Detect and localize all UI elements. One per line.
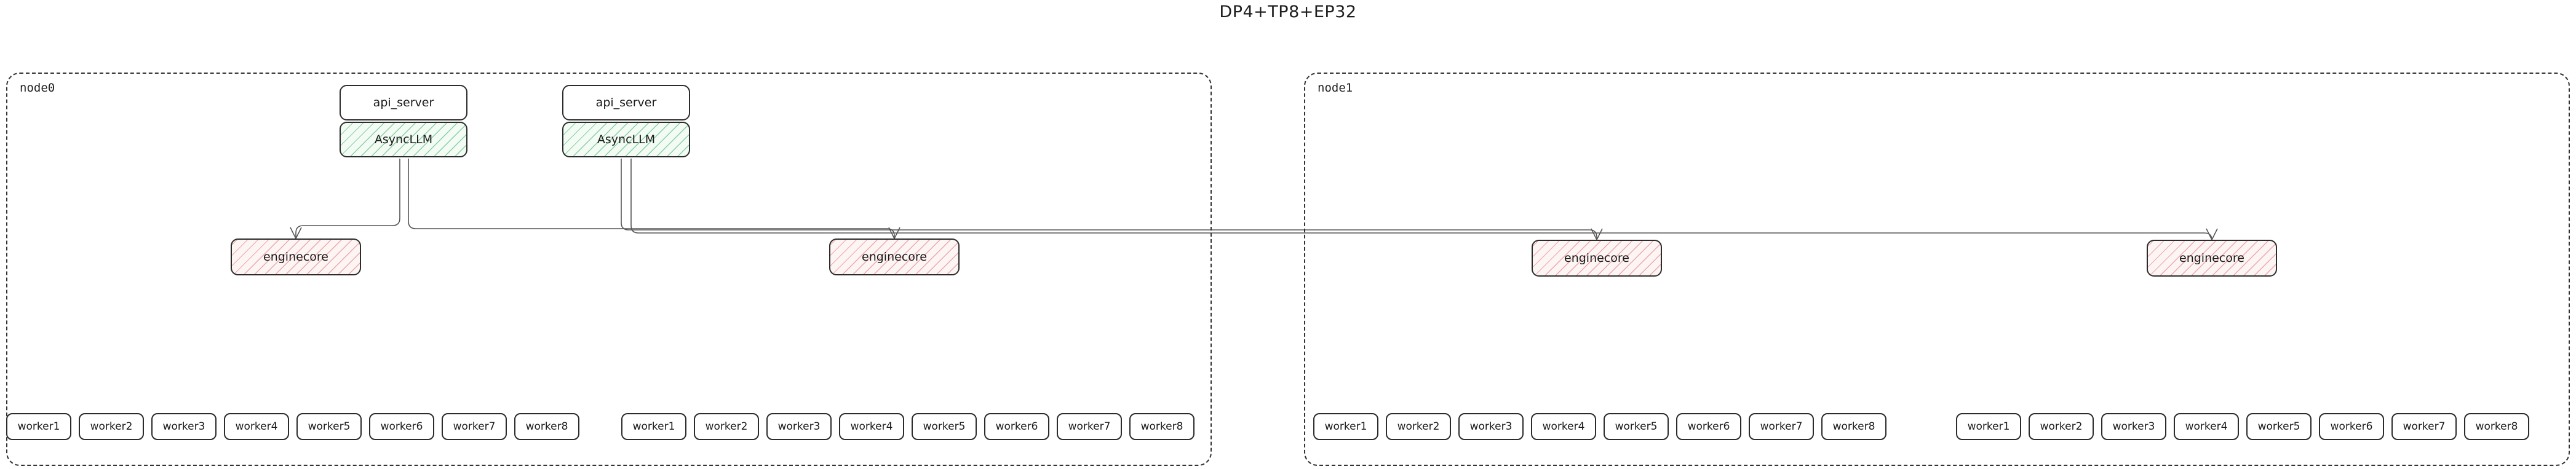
worker-box-label: worker3: [1469, 420, 1513, 433]
worker-box-label: worker1: [1967, 420, 2010, 433]
worker-box[interactable]: worker8: [2464, 413, 2529, 440]
worker-box-label: worker5: [2257, 420, 2300, 433]
worker-box[interactable]: worker5: [1604, 413, 1669, 440]
worker-box-label: worker1: [17, 420, 60, 433]
worker-box[interactable]: worker3: [1458, 413, 1524, 440]
enginecore-box[interactable]: enginecore: [1532, 240, 1662, 277]
worker-box[interactable]: worker5: [296, 413, 362, 440]
asyncllm-box-label: AsyncLLM: [374, 133, 433, 146]
enginecore-box-label: enginecore: [862, 250, 927, 264]
worker-box[interactable]: worker1: [6, 413, 71, 440]
worker-box[interactable]: worker8: [1821, 413, 1886, 440]
worker-box[interactable]: worker2: [2029, 413, 2094, 440]
node-cluster-node1: [1304, 73, 2570, 466]
worker-box-label: worker2: [705, 420, 748, 433]
worker-box[interactable]: worker1: [621, 413, 686, 440]
worker-box[interactable]: worker2: [1386, 413, 1451, 440]
worker-box-label: worker3: [162, 420, 205, 433]
worker-box-label: worker4: [1542, 420, 1585, 433]
node-label-node1: node1: [1318, 81, 1353, 95]
worker-box-label: worker2: [2040, 420, 2083, 433]
worker-box-label: worker7: [1760, 420, 1803, 433]
api-server-box-label: api_server: [595, 96, 657, 109]
worker-box-label: worker4: [850, 420, 893, 433]
page-title: DP4+TP8+EP32: [1219, 2, 1357, 22]
worker-box[interactable]: worker7: [1057, 413, 1122, 440]
worker-box[interactable]: worker3: [2101, 413, 2166, 440]
worker-box-label: worker6: [1687, 420, 1730, 433]
worker-box[interactable]: worker1: [1956, 413, 2021, 440]
api-server-box[interactable]: api_server: [562, 85, 690, 120]
worker-box[interactable]: worker5: [912, 413, 977, 440]
worker-box[interactable]: worker6: [369, 413, 434, 440]
worker-box-label: worker4: [235, 420, 278, 433]
worker-box[interactable]: worker4: [1531, 413, 1596, 440]
node-label-node0: node0: [20, 81, 55, 95]
worker-box-label: worker5: [1615, 420, 1658, 433]
asyncllm-box[interactable]: AsyncLLM: [340, 122, 467, 157]
worker-box-label: worker6: [2330, 420, 2373, 433]
api-server-box[interactable]: api_server: [340, 85, 467, 120]
worker-box[interactable]: worker6: [2319, 413, 2384, 440]
worker-box-label: worker3: [2112, 420, 2155, 433]
worker-box[interactable]: worker6: [1676, 413, 1741, 440]
asyncllm-box-label: AsyncLLM: [597, 133, 656, 146]
api-server-box-label: api_server: [373, 96, 434, 109]
worker-box[interactable]: worker1: [1313, 413, 1378, 440]
worker-box-label: worker5: [923, 420, 966, 433]
worker-box[interactable]: worker4: [2174, 413, 2239, 440]
worker-box-label: worker6: [995, 420, 1038, 433]
worker-box-label: worker8: [1140, 420, 1183, 433]
enginecore-box[interactable]: enginecore: [829, 238, 960, 275]
worker-box-label: worker7: [453, 420, 496, 433]
worker-box[interactable]: worker8: [1129, 413, 1195, 440]
enginecore-box[interactable]: enginecore: [2147, 240, 2277, 277]
worker-box-label: worker1: [632, 420, 675, 433]
asyncllm-box[interactable]: AsyncLLM: [562, 122, 690, 157]
worker-box[interactable]: worker7: [2391, 413, 2457, 440]
enginecore-box-label: enginecore: [263, 250, 328, 264]
enginecore-box[interactable]: enginecore: [231, 238, 361, 275]
worker-box-label: worker6: [380, 420, 423, 433]
node-cluster-node0: [6, 73, 1212, 466]
worker-box[interactable]: worker6: [984, 413, 1049, 440]
worker-box-label: worker4: [2185, 420, 2228, 433]
enginecore-box-label: enginecore: [2179, 251, 2244, 265]
enginecore-box-label: enginecore: [1564, 251, 1629, 265]
worker-box-label: worker7: [1068, 420, 1111, 433]
worker-box[interactable]: worker8: [514, 413, 579, 440]
worker-box-label: worker8: [1832, 420, 1875, 433]
worker-box-label: worker8: [525, 420, 568, 433]
worker-box-label: worker5: [308, 420, 351, 433]
worker-box[interactable]: worker2: [694, 413, 759, 440]
worker-box-label: worker8: [2475, 420, 2518, 433]
worker-box-label: worker2: [90, 420, 133, 433]
worker-box[interactable]: worker4: [839, 413, 904, 440]
worker-box-label: worker3: [777, 420, 821, 433]
worker-box[interactable]: worker2: [79, 413, 144, 440]
worker-box-label: worker1: [1324, 420, 1367, 433]
worker-box-label: worker7: [2403, 420, 2446, 433]
worker-box-label: worker2: [1397, 420, 1440, 433]
worker-box[interactable]: worker7: [442, 413, 507, 440]
worker-box[interactable]: worker4: [224, 413, 289, 440]
worker-box[interactable]: worker5: [2246, 413, 2312, 440]
worker-box[interactable]: worker7: [1749, 413, 1814, 440]
worker-box[interactable]: worker3: [766, 413, 832, 440]
worker-box[interactable]: worker3: [151, 413, 217, 440]
